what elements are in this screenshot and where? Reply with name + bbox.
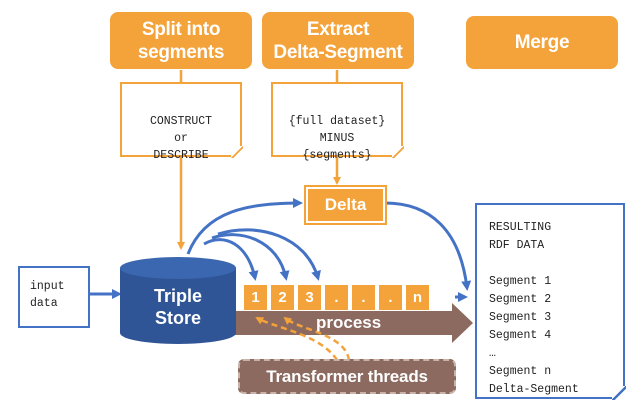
process-label: process	[316, 313, 382, 332]
store-to-seg3-arrow	[217, 228, 321, 281]
segment-cell: 1	[243, 284, 268, 311]
extract-header: Extract Delta-Segment	[262, 12, 414, 69]
result-line: RESULTING	[489, 221, 552, 234]
result-line: …	[489, 347, 496, 360]
segment-cell: .	[378, 284, 403, 311]
threads-to-seg1-arrow	[255, 316, 339, 361]
delta-to-result-arrow	[384, 201, 472, 291]
input-data-box: input data	[18, 266, 90, 328]
segment-cell: 2	[270, 284, 295, 311]
result-document: RESULTING RDF DATA Segment 1 Segment 2 Segm…	[475, 203, 626, 400]
triple-store-label: Triple Store	[153, 286, 202, 328]
store-to-seg1-arrow	[203, 238, 259, 281]
segment-cell: .	[351, 284, 376, 311]
segment-cell: 3	[297, 284, 322, 311]
process-arrow	[232, 303, 473, 343]
result-line: RDF DATA	[489, 239, 545, 252]
result-line: Segment 4	[489, 329, 552, 342]
store-to-delta-arrow	[186, 198, 303, 255]
minus-note-text: {full dataset} MINUS {segments}	[288, 115, 386, 162]
note-fold-icon	[230, 145, 243, 158]
merge-header: Merge	[466, 16, 618, 69]
query-note: CONSTRUCT or DESCRIBE	[120, 82, 243, 162]
result-line: Segment 2	[489, 293, 552, 306]
split-header: Split into segments	[110, 12, 252, 69]
segment-cell: .	[324, 284, 349, 311]
threads-to-seg2-arrow	[283, 316, 351, 361]
triple-store-cylinder	[120, 257, 236, 344]
note-fold-icon	[391, 145, 404, 158]
result-line: Segment n	[489, 365, 552, 378]
minus-note: {full dataset} MINUS {segments}	[271, 82, 404, 162]
result-line: Delta-Segment	[489, 383, 579, 396]
query-note-text: CONSTRUCT or DESCRIBE	[149, 115, 213, 162]
result-line: Segment 1	[489, 275, 552, 288]
segment-cell: n	[405, 284, 430, 311]
document-fold-icon	[611, 385, 626, 400]
result-line: Segment 3	[489, 311, 552, 324]
transformer-threads-box: Transformer threads	[238, 359, 456, 394]
result-line	[489, 255, 623, 273]
delta-box: Delta	[304, 185, 387, 225]
result-lines: RESULTING RDF DATA Segment 1 Segment 2 Segm…	[489, 219, 623, 399]
store-to-seg2-arrow	[211, 233, 290, 281]
